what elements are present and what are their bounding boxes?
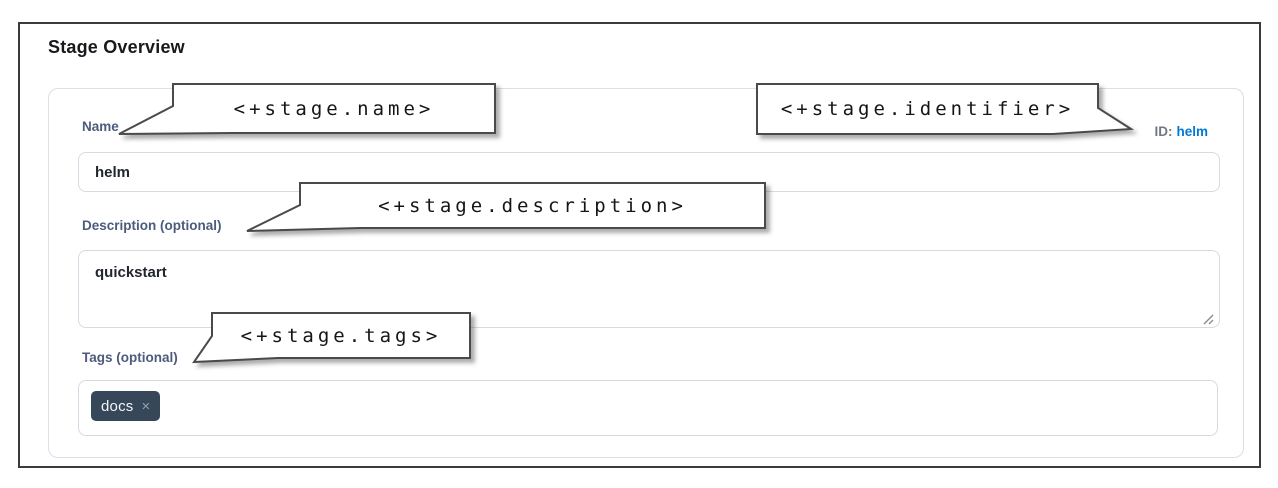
tags-input[interactable]: docs × — [78, 380, 1218, 436]
textarea-resize-handle-icon[interactable] — [1200, 311, 1215, 326]
callout-bubble-stage-name — [118, 83, 496, 135]
callout-text-stage-description: <+stage.description> — [378, 194, 687, 217]
callout-text-stage-name: <+stage.name> — [233, 97, 435, 120]
stage-id: ID:helm — [1154, 124, 1208, 139]
callout-bubble-stage-description — [246, 182, 766, 232]
tag-chip-label: docs — [101, 397, 134, 415]
tag-remove-icon[interactable]: × — [141, 397, 151, 415]
tags-label: Tags (optional) — [82, 350, 178, 365]
stage-id-prefix: ID: — [1154, 124, 1173, 139]
callout-bubble-stage-tags — [192, 312, 471, 364]
tag-chip: docs × — [91, 391, 161, 421]
callout-bubble-stage-identifier — [756, 83, 1135, 135]
callout-text-stage-tags: <+stage.tags> — [240, 324, 442, 347]
figure-border — [18, 22, 1261, 468]
stage-id-value: helm — [1176, 124, 1208, 139]
callout-text-stage-identifier: <+stage.identifier> — [780, 98, 1075, 120]
name-label: Name — [82, 119, 119, 134]
page-title: Stage Overview — [48, 37, 185, 57]
name-input[interactable] — [78, 152, 1220, 192]
description-label: Description (optional) — [82, 218, 222, 233]
